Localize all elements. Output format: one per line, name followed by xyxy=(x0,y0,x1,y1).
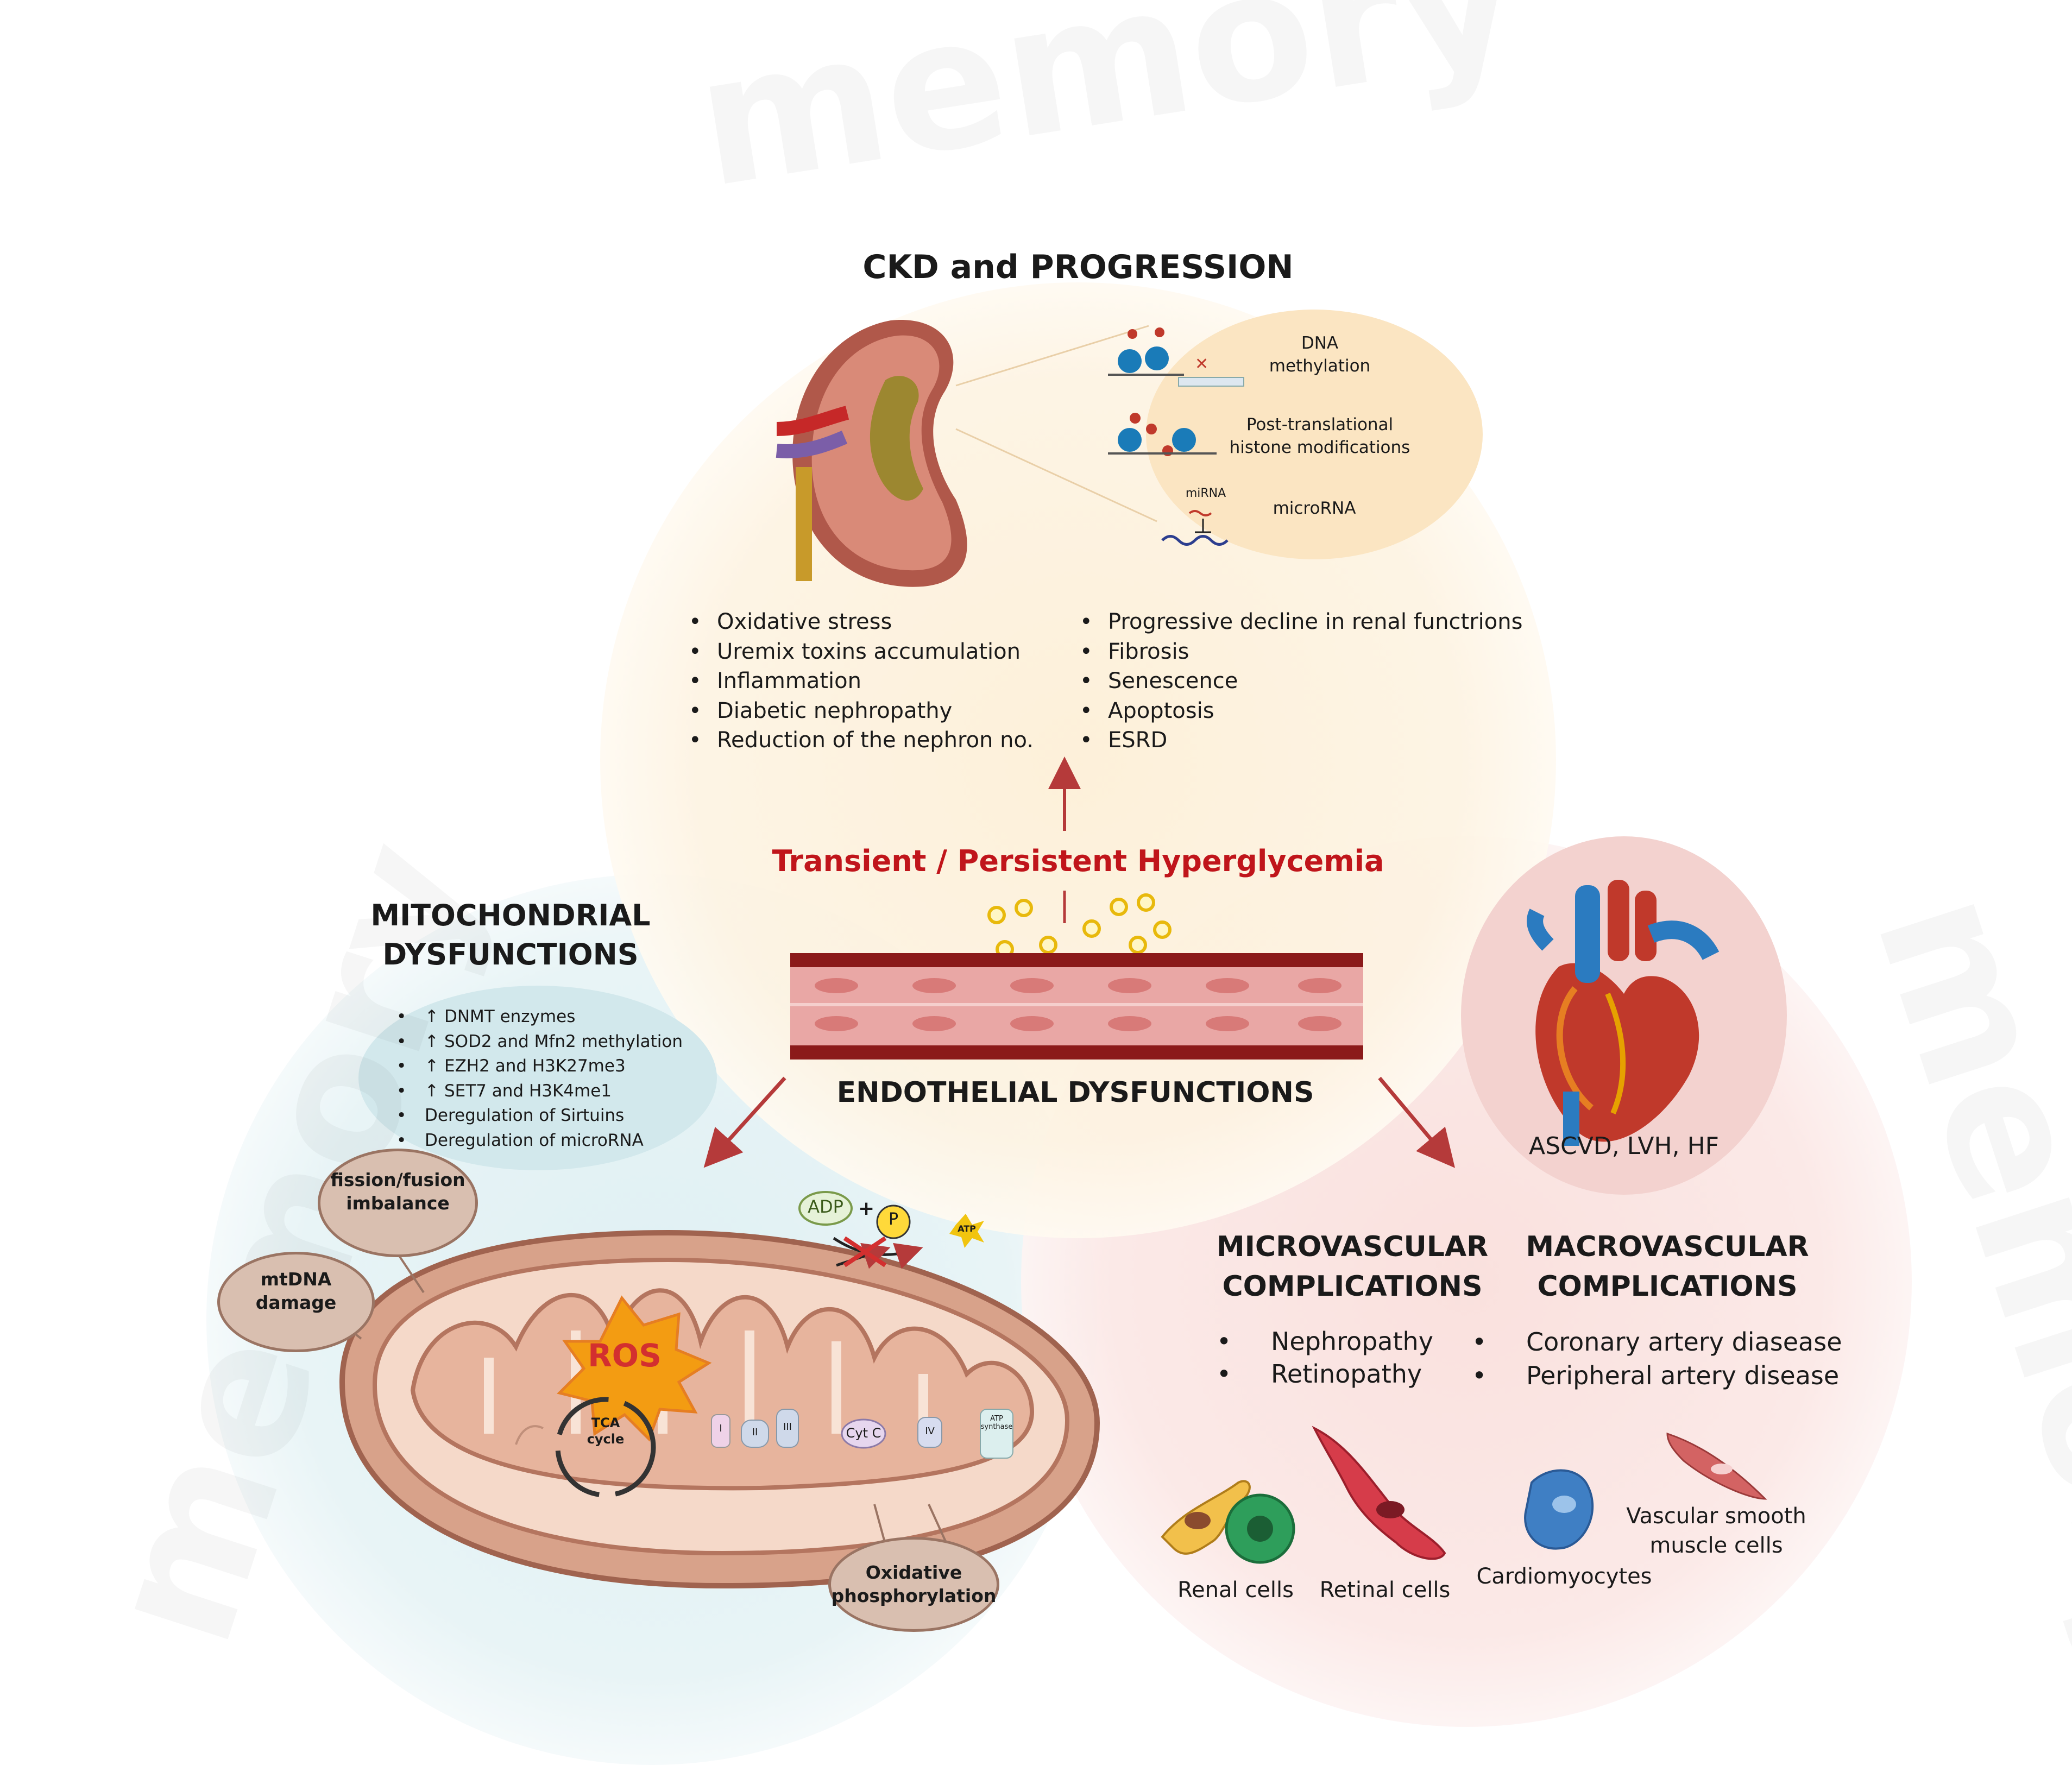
micro-item: Nephropathy xyxy=(1217,1325,1433,1358)
epigenetic-label-dna: DNA methylation xyxy=(1269,333,1371,376)
oxphos-label: Oxidative phosphorylation xyxy=(831,1561,997,1606)
blood-vessel-illustration xyxy=(790,953,1363,1060)
mitochondrion-illustration xyxy=(339,1229,1100,1589)
mito-item-up: SET7 and H3K4me1 xyxy=(425,1081,612,1101)
ckd-outcome: Apoptosis xyxy=(1080,696,1522,726)
ckd-cause: Inflammation xyxy=(689,666,1034,696)
mtdna-damage-label: mtDNA damage xyxy=(255,1268,337,1313)
fission-fusion-label: fission/fusion imbalance xyxy=(330,1169,465,1214)
plus-sign: + xyxy=(858,1197,875,1220)
heart-label: ASCVD, LVH, HF xyxy=(1529,1132,1719,1160)
etc-complexes xyxy=(711,1409,1013,1459)
complex-i-label: I xyxy=(719,1423,722,1434)
mito-item-up: SOD2 and Mfn2 methylation xyxy=(425,1032,683,1051)
mtdna-damage-bubble: mtDNA damage xyxy=(217,1252,375,1352)
kidney-illustration xyxy=(776,320,967,587)
fission-fusion-bubble: fission/fusion imbalance xyxy=(318,1149,478,1257)
ckd-outcome: ESRD xyxy=(1080,726,1522,755)
ckd-outcome: Senescence xyxy=(1080,666,1522,696)
ckd-cause: Diabetic nephropathy xyxy=(689,696,1034,726)
mito-items-list: DNMT enzymes SOD2 and Mfn2 methylation E… xyxy=(396,1005,683,1153)
macro-list: Coronary artery diasease Peripheral arte… xyxy=(1472,1325,1842,1392)
mito-item: Deregulation of microRNA xyxy=(396,1128,683,1153)
macro-title: MACROVASCULAR COMPLICATIONS xyxy=(1526,1231,1809,1303)
complex-iv-label: IV xyxy=(925,1426,935,1437)
mito-item: Deregulation of Sirtuins xyxy=(396,1103,683,1128)
ckd-cause: Uremix toxins accumulation xyxy=(689,637,1034,667)
micro-list: Nephropathy Retinopathy xyxy=(1217,1325,1433,1390)
vsmc-illustration xyxy=(1666,1432,1767,1500)
ckd-outcomes-list: Progressive decline in renal functrions … xyxy=(1080,607,1522,755)
ros-burst xyxy=(557,1295,712,1442)
complex-iii-label: III xyxy=(783,1421,792,1433)
phosphate-label: P xyxy=(888,1210,899,1229)
arrow-to-mito xyxy=(703,1076,786,1168)
mito-item-up: DNMT enzymes xyxy=(425,1007,575,1026)
arrow-to-cardio xyxy=(1378,1076,1455,1168)
epigenetic-label-microrna: microRNA xyxy=(1273,499,1356,518)
cardiomyocytes-label: Cardiomyocytes xyxy=(1476,1564,1652,1589)
micro-item: Retinopathy xyxy=(1217,1358,1433,1390)
complex-ii-label: II xyxy=(752,1427,758,1438)
ckd-outcome: Fibrosis xyxy=(1080,637,1522,667)
adp-atp-reaction xyxy=(798,1191,984,1269)
mito-item-up: EZH2 and H3K27me3 xyxy=(425,1056,626,1076)
cyt-c-label: Cyt C xyxy=(846,1426,881,1441)
cardiomyocyte-illustration xyxy=(1524,1469,1594,1550)
atp-label: ATP xyxy=(958,1224,976,1234)
mirna-tag: miRNA xyxy=(1185,487,1226,500)
ros-label: ROS xyxy=(588,1337,662,1374)
vsmc-label: Vascular smooth muscle cells xyxy=(1626,1504,1806,1558)
atp-synthase-label: ATP synthase xyxy=(980,1415,1013,1431)
macro-item: Coronary artery diasease xyxy=(1472,1325,1842,1359)
retinal-cells-label: Retinal cells xyxy=(1319,1578,1451,1603)
epigenetics-panel xyxy=(1146,310,1483,559)
tca-label: TCA cycle xyxy=(587,1415,625,1447)
histone-modification-icon xyxy=(1108,413,1217,456)
renal-cells-label: Renal cells xyxy=(1177,1578,1294,1603)
macro-item: Peripheral artery disease xyxy=(1472,1359,1842,1392)
ckd-causes-list: Oxidative stress Uremix toxins accumulat… xyxy=(689,607,1034,755)
endothelial-label: ENDOTHELIAL DYSFUNCTIONS xyxy=(836,1076,1314,1109)
ckd-outcome: Progressive decline in renal functrions xyxy=(1080,607,1522,637)
heart-illustration xyxy=(1527,880,1720,1146)
adp-label: ADP xyxy=(808,1196,843,1217)
tca-cycle-icon xyxy=(555,1397,656,1498)
mito-title: MITOCHONDRIAL DYSFUNCTIONS xyxy=(370,898,651,972)
micro-title: MICROVASCULAR COMPLICATIONS xyxy=(1216,1231,1489,1303)
dna-methylation-icon: ✕ xyxy=(1108,327,1244,387)
epigenetic-label-histone: Post-translational histone modifications xyxy=(1229,415,1410,457)
renal-cell-illustration xyxy=(1161,1480,1295,1564)
hyperglycemia-label: Transient / Persistent Hyperglycemia xyxy=(772,844,1384,878)
ckd-title: CKD and PROGRESSION xyxy=(862,248,1294,286)
retinal-cell-illustration xyxy=(1312,1426,1446,1560)
ckd-cause: Oxidative stress xyxy=(689,607,1034,637)
microrna-icon xyxy=(1161,510,1229,546)
svg-text:✕: ✕ xyxy=(1195,355,1208,374)
oxphos-bubble: Oxidative phosphorylation xyxy=(828,1537,999,1632)
ckd-cause: Reduction of the nephron no. xyxy=(689,726,1034,755)
